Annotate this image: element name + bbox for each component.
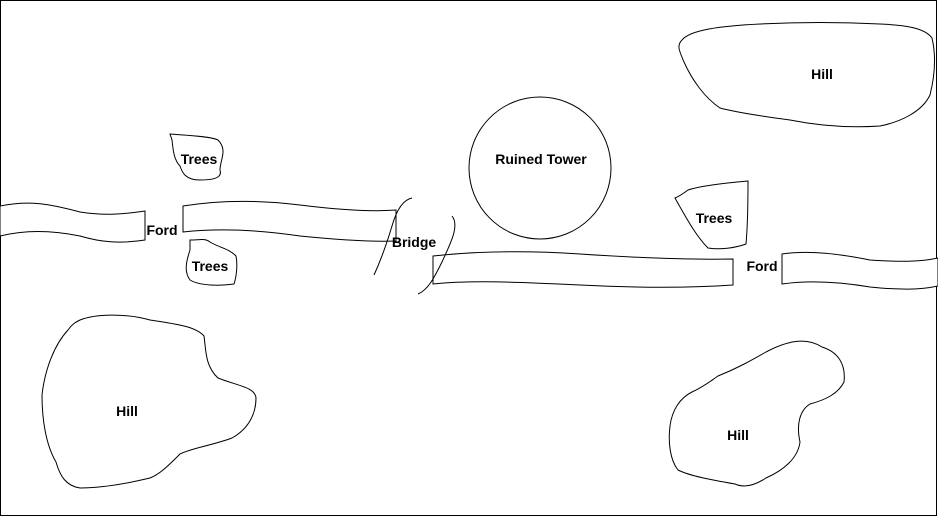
trees-northwest — [169, 133, 224, 181]
ruined-tower — [468, 96, 612, 240]
ruined-tower-label: Ruined Tower — [495, 151, 587, 167]
ford-west-label: Ford — [146, 222, 177, 238]
river-segment-center-east — [432, 251, 734, 288]
bridge-rail-east — [417, 215, 456, 295]
bridge-rail-west — [373, 197, 413, 276]
hill-southeast — [668, 340, 845, 487]
river-segment-west — [0, 202, 146, 243]
trees-west — [185, 239, 238, 286]
trees-west-label: Trees — [192, 258, 229, 274]
hill-northeast — [678, 22, 935, 128]
hill-southwest-label: Hill — [116, 403, 138, 419]
river-segment-east — [781, 251, 938, 290]
ford-east-label: Ford — [746, 258, 777, 274]
trees-northwest-label: Trees — [181, 151, 218, 167]
hill-southwest — [41, 314, 257, 489]
bridge-label: Bridge — [392, 234, 437, 250]
hill-southeast-label: Hill — [727, 427, 749, 443]
trees-east — [674, 180, 749, 250]
river-segment-center-west — [182, 200, 397, 242]
trees-east-label: Trees — [696, 210, 733, 226]
hill-northeast-label: Hill — [811, 66, 833, 82]
